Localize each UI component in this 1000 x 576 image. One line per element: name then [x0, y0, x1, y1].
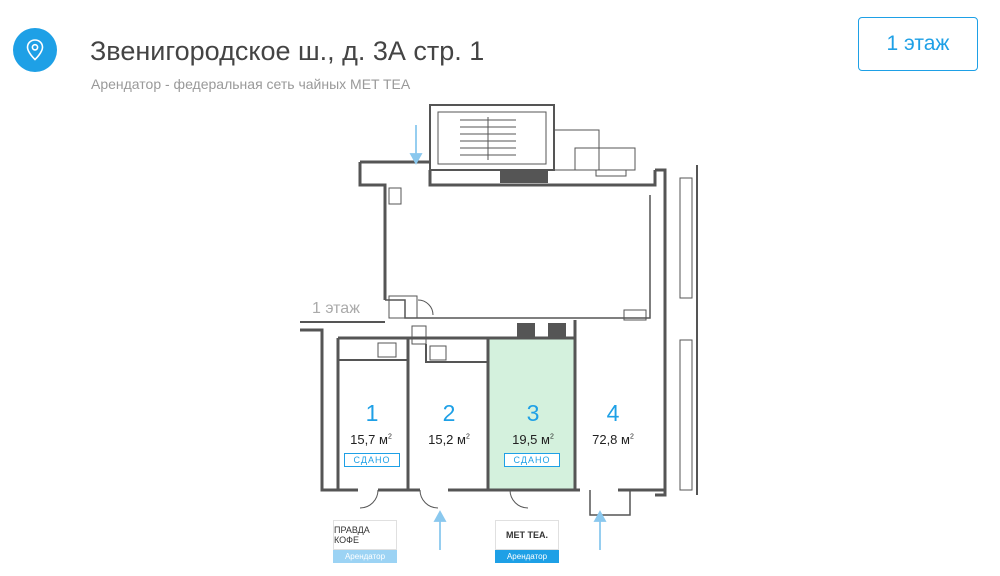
room-1-status-badge: СДАНО — [344, 453, 400, 467]
tenant-badge-pravda-coffee[interactable]: ПРАВДА КОФЕ Арендатор — [333, 520, 397, 563]
tenant-logo: MET TEA. — [495, 520, 559, 550]
floor-selector-button[interactable]: 1 этаж — [858, 17, 978, 71]
tenant-badge-met-tea[interactable]: MET TEA. Арендатор — [495, 520, 559, 563]
room-1-number[interactable]: 1 — [365, 400, 379, 426]
room-3-area: 19,5 м2 — [512, 432, 554, 447]
tenant-caption: Арендатор — [333, 550, 397, 563]
room-1-area: 15,7 м2 — [350, 432, 392, 447]
room-2-area: 15,2 м2 — [428, 432, 470, 447]
location-pin-icon — [13, 28, 57, 72]
room-3-status-badge: СДАНО — [504, 453, 560, 467]
page-subtitle: Арендатор - федеральная сеть чайных MET … — [91, 76, 411, 92]
page-title: Звенигородское ш., д. 3А стр. 1 — [90, 36, 485, 66]
floor-label: 1 этаж — [312, 300, 360, 317]
tenant-logo: ПРАВДА КОФЕ — [333, 520, 397, 550]
room-4-number[interactable]: 4 — [606, 400, 620, 426]
room-2-number[interactable]: 2 — [442, 400, 456, 426]
room-4-area: 72,8 м2 — [592, 432, 634, 447]
entrance-arrow-icon — [409, 125, 607, 550]
tenant-caption: Арендатор — [495, 550, 559, 563]
room-3-number[interactable]: 3 — [526, 400, 540, 426]
